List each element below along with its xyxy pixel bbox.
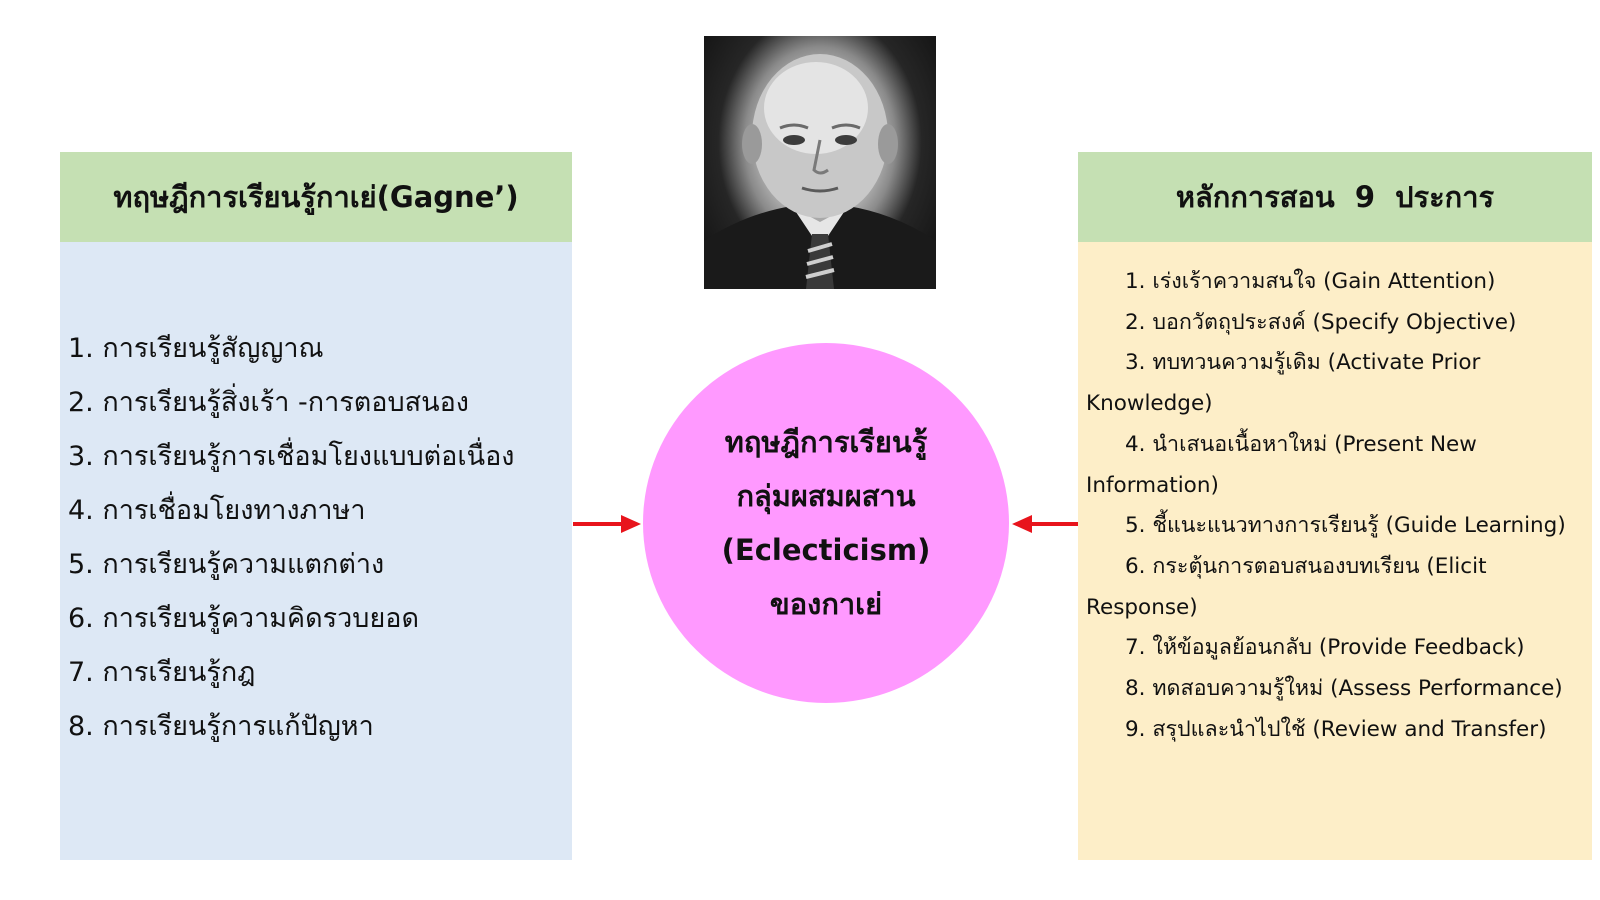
learning-type-item: 7. การเรียนรู้กฎ <box>68 657 256 688</box>
instruction-event-item: 7. ให้ข้อมูลย้อนกลับ (Provide Feedback) <box>1125 635 1525 661</box>
instruction-event-item: 4. นำเสนอเนื้อหาใหม่ (Present New Inform… <box>1086 431 1477 498</box>
learning-type-item: 3. การเรียนรู้การเชื่อมโยงแบบต่อเนื่อง <box>68 441 515 472</box>
eclecticism-circle: ทฤษฎีการเรียนรู้ กลุ่มผสมผสาน (Eclectici… <box>643 343 1009 703</box>
portrait-illustration <box>704 54 936 289</box>
instruction-event-item: 5. ชี้แนะแนวทางการเรียนรู้ (Guide Learni… <box>1125 513 1566 539</box>
learning-type-item: 5. การเรียนรู้ความแตกต่าง <box>68 549 385 580</box>
circle-text-line: ของกาเย่ <box>769 587 883 621</box>
arrow-left-icon <box>1010 512 1080 536</box>
instruction-event-item: 6. กระตุ้นการตอบสนองบทเรียน (Elicit Resp… <box>1086 553 1487 620</box>
instruction-event-item: 1. เร่งเร้าความสนใจ (Gain Attention) <box>1125 269 1496 294</box>
instruction-event-item: 9. สรุปและนำไปใช้ (Review and Transfer) <box>1125 716 1547 742</box>
nine-events-list: 1. เร่งเร้าความสนใจ (Gain Attention) 2. … <box>1078 242 1592 860</box>
arrow-right-icon <box>573 512 643 536</box>
gagne-theory-panel: ทฤษฎีการเรียนรู้กาเย่(Gagne’) 1. การเรีย… <box>60 152 572 860</box>
learning-type-item: 6. การเรียนรู้ความคิดรวบยอด <box>68 603 420 634</box>
learning-type-item: 4. การเชื่อมโยงทางภาษา <box>68 495 366 526</box>
gagne-theory-title: ทฤษฎีการเรียนรู้กาเย่(Gagne’) <box>60 152 572 242</box>
circle-text-line: กลุ่มผสมผสาน <box>736 479 916 513</box>
learning-types-list: 1. การเรียนรู้สัญญาณ 2. การเรียนรู้สิ่งเ… <box>60 242 572 860</box>
circle-text-line: ทฤษฎีการเรียนรู้ <box>724 425 928 459</box>
instruction-event-item: 2. บอกวัตถุประสงค์ (Specify Objective) <box>1125 309 1517 335</box>
circle-text-line: (Eclecticism) <box>721 533 931 567</box>
learning-type-item: 2. การเรียนรู้สิ่งเร้า -การตอบสนอง <box>68 387 469 418</box>
instruction-event-item: 8. ทดสอบความรู้ใหม่ (Assess Performance) <box>1125 676 1563 702</box>
learning-type-item: 1. การเรียนรู้สัญญาณ <box>68 333 324 364</box>
instruction-event-item: 3. ทบทวนความรู้เดิม (Activate Prior Know… <box>1086 350 1481 417</box>
portrait-photo <box>704 36 936 289</box>
nine-events-title: หลักการสอน 9 ประการ <box>1078 152 1592 242</box>
nine-events-panel: หลักการสอน 9 ประการ 1. เร่งเร้าความสนใจ … <box>1078 152 1592 860</box>
learning-type-item: 8. การเรียนรู้การแก้ปัญหา <box>68 711 374 742</box>
